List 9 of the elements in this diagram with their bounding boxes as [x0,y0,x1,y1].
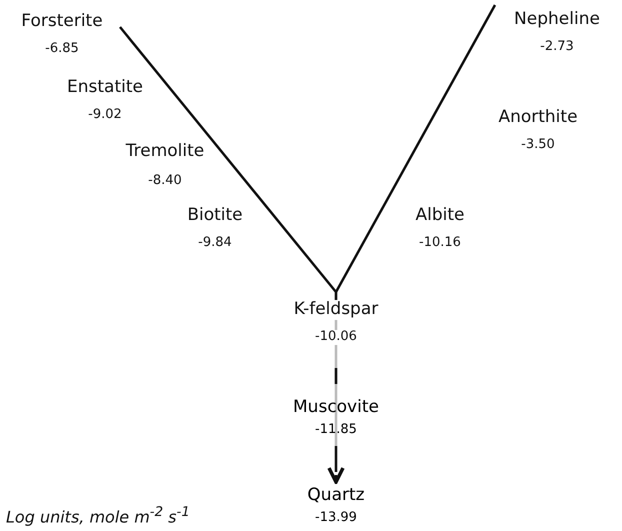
rate-value: -13.99 [315,510,357,527]
units-note: Log units, mole m$^{-2}$ s$^{-1}$ [6,505,190,527]
arrow [327,446,345,484]
rate-value: -10.06 [315,330,357,345]
mineral-name: Nepheline [514,10,600,30]
rate-value: -11.85 [315,422,357,439]
mineral-name: K-feldspar [294,300,378,320]
mineral-name: Quartz [307,484,365,506]
mineral-name: Muscovite [293,396,379,418]
